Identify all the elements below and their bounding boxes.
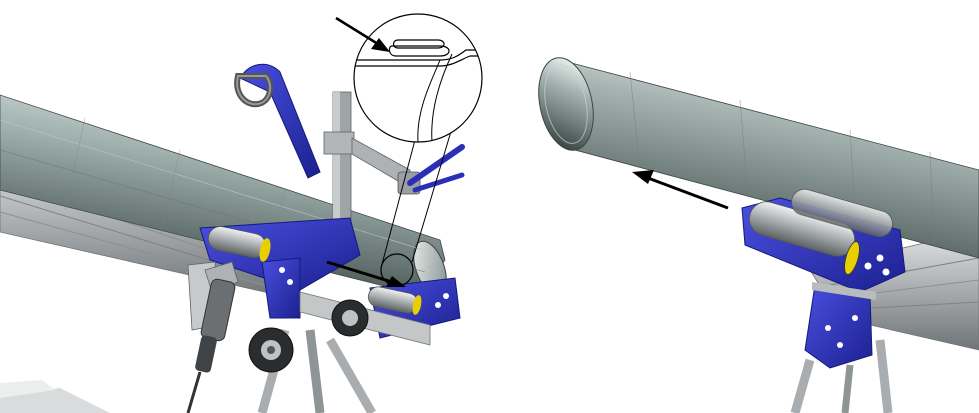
- detail-marker: [380, 253, 414, 287]
- callout-arrow: [335, 16, 390, 52]
- lever-handle: [234, 63, 321, 179]
- floor-base: [0, 380, 110, 413]
- right-rollers: [749, 188, 893, 275]
- clamp-handles: [407, 144, 465, 193]
- right-panel: [538, 57, 979, 413]
- detail-callout: [353, 13, 483, 143]
- rollers: [207, 226, 422, 315]
- clamp-post: [323, 91, 421, 223]
- left-panel: [0, 13, 483, 413]
- callout-leaders: [380, 127, 453, 269]
- welding-tool: [186, 261, 239, 413]
- direction-arrow: [632, 170, 729, 210]
- wheels: [248, 299, 369, 373]
- right-stand: [790, 282, 893, 413]
